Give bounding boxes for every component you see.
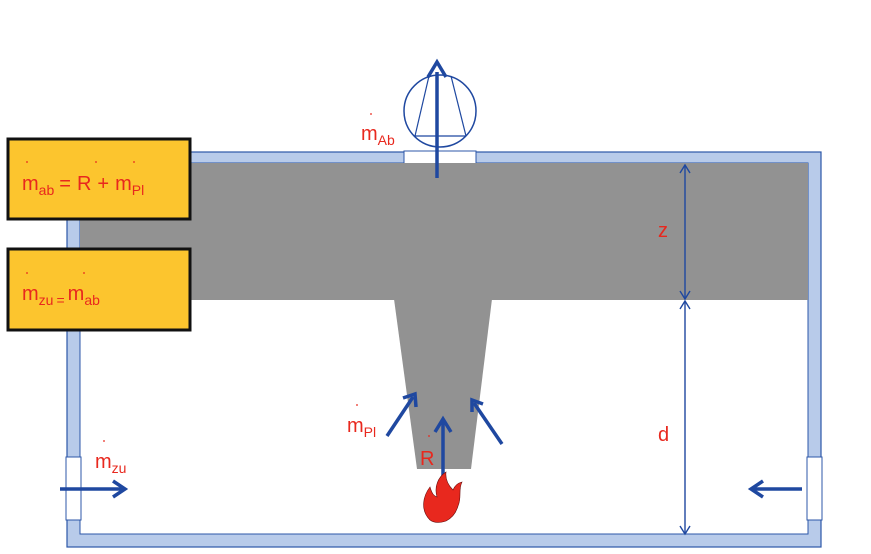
eq1-m2: m [115, 173, 132, 195]
plume-entrain-left-arrow [385, 391, 418, 437]
dot-mark [26, 161, 28, 163]
svg-text:mPl: mPl [347, 415, 376, 440]
eq1-sub-ab: ab [39, 182, 55, 198]
svg-text:mAb: mAb [361, 123, 395, 148]
inlet-right-arrow [747, 479, 802, 499]
label-z: z [658, 220, 668, 242]
right-inlet-opening [806, 456, 823, 521]
smoke-layer [80, 163, 808, 300]
dot-mark [356, 404, 358, 406]
smoke [80, 163, 808, 469]
exhaust-arrow [426, 58, 448, 178]
label-r: R [420, 435, 434, 470]
label-m-ab: mAb [361, 113, 395, 148]
dimension-z [679, 163, 691, 301]
roof-opening [403, 150, 477, 165]
label-d: d [658, 424, 669, 446]
svg-text:mab=R+mPl: mab=R+mPl [22, 173, 144, 198]
dot-mark [83, 272, 85, 274]
label-m-pl: mPl [347, 404, 376, 440]
exhaust-fan-icon [403, 74, 477, 148]
eq1-equals: = [59, 173, 71, 195]
equation-box-supply: mzu=mab [6, 247, 192, 332]
plume-entrain-right-arrow [470, 397, 504, 445]
dot-mark [370, 113, 372, 115]
eq2-m2: m [68, 283, 85, 305]
label-m-ab-base: m [361, 123, 378, 145]
fire-icon [423, 471, 463, 523]
inlet-left-arrow [60, 479, 129, 499]
fire-updraft-arrow [433, 415, 453, 484]
label-m-pl-sub: Pl [364, 424, 376, 440]
dot-mark [95, 161, 97, 163]
dot-mark [26, 272, 28, 274]
eq2-equals: = [56, 292, 64, 308]
eq1-m: m [22, 173, 39, 195]
eq2-sub-ab: ab [84, 292, 100, 308]
label-m-pl-base: m [347, 415, 364, 437]
eq2-m: m [22, 283, 39, 305]
dot-mark [103, 440, 105, 442]
label-m-zu-base: m [95, 451, 112, 473]
dot-mark [133, 161, 135, 163]
smoke-plume [394, 299, 492, 469]
svg-text:mzu: mzu [95, 451, 126, 476]
eq1-sub-pl: Pl [132, 182, 144, 198]
eq1-r: R [77, 173, 91, 195]
dot-mark [428, 435, 430, 437]
dimension-d [679, 299, 691, 536]
svg-text:mzu=mab: mzu=mab [22, 283, 100, 308]
label-m-zu-sub: zu [112, 460, 127, 476]
label-m-zu: mzu [95, 440, 126, 476]
label-m-ab-sub: Ab [378, 132, 395, 148]
flow-arrows [60, 58, 802, 499]
eq1-plus: + [97, 173, 109, 195]
equation-box-extract: mab=R+mPl [6, 137, 192, 221]
eq2-sub-zu: zu [39, 292, 54, 308]
svg-text:R: R [420, 448, 434, 470]
